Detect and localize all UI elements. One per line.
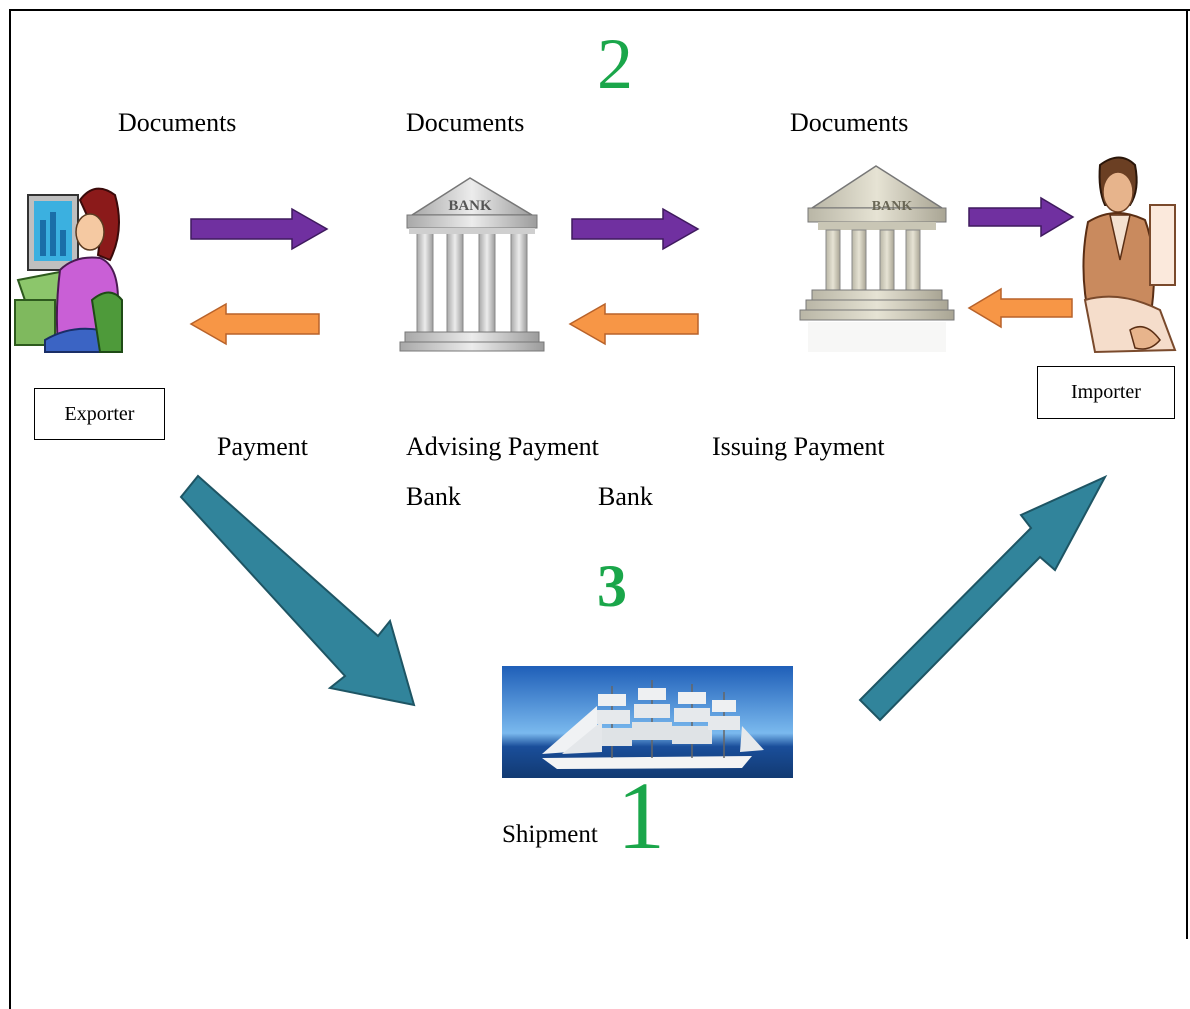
documents-arrow-1 xyxy=(190,207,329,251)
ship-illustration xyxy=(502,666,793,778)
payment-arrow-2 xyxy=(568,302,699,346)
importer-label: Importer xyxy=(1071,381,1141,403)
shipment-arrow-down xyxy=(179,474,416,707)
diagram-graphics: BANK BANK xyxy=(14,156,1177,722)
documents-arrow-3 xyxy=(968,196,1075,238)
documents-arrow-2 xyxy=(571,207,700,251)
documents-label-issuing: Documents xyxy=(790,108,909,137)
issuing-bank-sign: BANK xyxy=(872,199,913,214)
exporter-icon xyxy=(14,187,123,353)
issuing-bank-label: Bank xyxy=(598,482,653,511)
documents-label-exporter: Documents xyxy=(118,108,237,137)
importer-icon xyxy=(1082,156,1177,354)
payment-arrow-1 xyxy=(189,302,320,346)
exporter-box: Exporter xyxy=(34,388,165,440)
advising-bank-icon: BANK xyxy=(399,177,545,352)
diagram-frame xyxy=(9,9,1190,1009)
step-3-number: 3 xyxy=(597,553,627,619)
documents-label-advising: Documents xyxy=(406,108,525,137)
advising-payment-label: Advising Payment xyxy=(406,432,599,461)
issuing-payment-label: Issuing Payment xyxy=(712,432,885,461)
step-1-number: 1 xyxy=(617,762,665,869)
advising-bank-sign: BANK xyxy=(448,198,492,214)
step-2-number: 2 xyxy=(597,24,633,104)
exporter-label: Exporter xyxy=(64,402,135,425)
advising-bank-label: Bank xyxy=(406,482,461,511)
payment-arrow-3 xyxy=(967,287,1073,329)
payment-label: Payment xyxy=(217,432,308,461)
issuing-bank-icon: BANK xyxy=(799,165,955,352)
shipment-label: Shipment xyxy=(502,821,598,848)
shipment-arrow-up xyxy=(858,474,1108,722)
importer-box: Importer xyxy=(1037,366,1175,419)
diagram-frame-right-edge xyxy=(1186,9,1188,939)
ship-image xyxy=(502,666,793,778)
